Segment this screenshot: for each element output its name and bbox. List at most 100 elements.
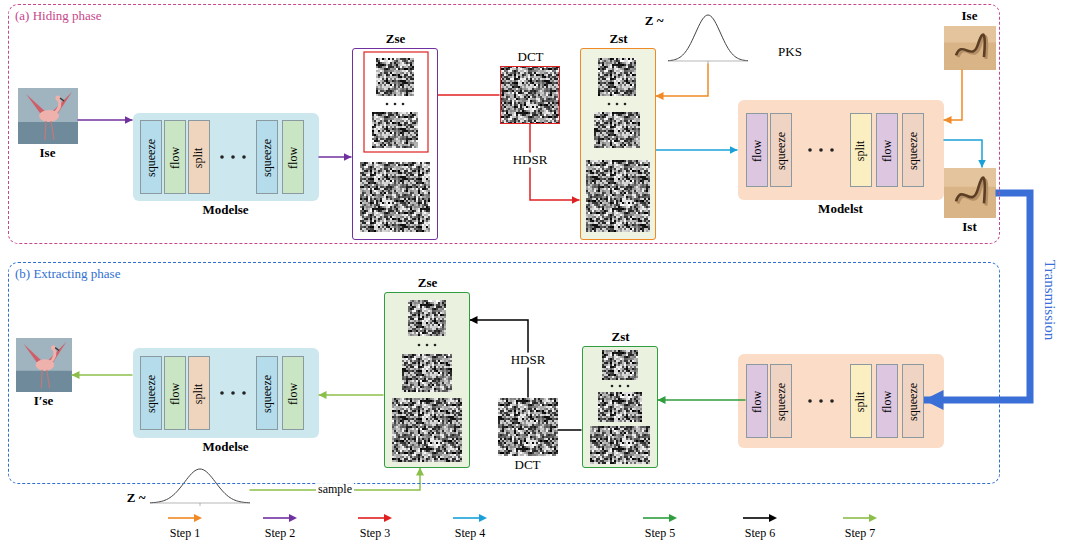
block-label: flow <box>169 382 183 404</box>
flamingo-neck <box>54 99 60 114</box>
ellipsis-dot <box>819 148 823 152</box>
layer-block: flow <box>282 356 304 430</box>
legend-text: Step 3 <box>360 527 390 541</box>
layer-block: squeeze <box>902 113 924 187</box>
legend-text: Step 5 <box>645 527 675 541</box>
ellipsis-dot <box>231 155 235 159</box>
swatch-head <box>194 514 202 522</box>
layer-block: split <box>850 113 872 187</box>
block-label: flow <box>287 382 301 404</box>
legend-text: Step 6 <box>745 527 775 541</box>
phase-title: (b) Extracting phase <box>15 267 120 282</box>
layer-block: squeeze <box>140 356 162 430</box>
ellipsis-dot <box>394 103 397 106</box>
photo-sand <box>944 168 996 218</box>
connector <box>944 140 983 168</box>
model-background <box>738 100 944 200</box>
flamingo-neck <box>50 349 55 363</box>
edge-label: HDSR <box>509 353 548 368</box>
block-label: flow <box>751 139 765 161</box>
connector <box>944 70 963 121</box>
legend-swatch <box>357 512 393 524</box>
noise-image <box>376 58 414 96</box>
latent-box: Zse <box>384 292 470 468</box>
swatch-line <box>453 517 480 519</box>
model-box: Modelsesqueezeflowsplitsqueezeflow <box>133 348 319 438</box>
node-label: Ist <box>962 220 976 235</box>
flamingo-head <box>55 95 60 100</box>
phase-panel: (b) Extracting phaseI′seModelse squeeze fl… <box>8 262 1000 484</box>
edge-label: sample <box>316 483 354 497</box>
sand-picture <box>944 168 996 218</box>
image-node: Ist <box>944 168 996 218</box>
model-box: Modelstflowsqueezesplitflowsqueeze <box>738 100 944 200</box>
block-label: split <box>855 140 869 161</box>
annotation-label: PKS <box>776 45 804 60</box>
photo-water <box>18 122 78 144</box>
legend-swatch <box>262 512 298 524</box>
swatch-head <box>669 514 677 522</box>
swatch-line <box>743 517 770 519</box>
block-label: split <box>193 383 207 404</box>
block-label: squeeze <box>145 375 159 413</box>
connector <box>558 429 582 431</box>
photo-sand <box>944 26 996 70</box>
gaussian-prior: Z ~ <box>150 466 250 506</box>
layer-block: squeeze <box>902 364 924 438</box>
layer-block: flow <box>164 120 186 194</box>
noise-image <box>360 162 430 232</box>
gaussian-curve <box>668 15 748 61</box>
layer-block: flow <box>746 364 768 438</box>
legend-text: Step 4 <box>455 527 485 541</box>
noise-image <box>402 354 452 392</box>
ellipsis-dot <box>611 385 614 388</box>
noise-image <box>590 426 650 464</box>
flamingo-leg <box>41 370 49 388</box>
edge-label: HDSR <box>511 153 550 168</box>
block-label: squeeze <box>907 383 921 421</box>
layer-block: flow <box>876 364 898 438</box>
photo-sky <box>18 88 78 144</box>
node-label: Modelse <box>202 440 248 455</box>
connector <box>319 394 384 396</box>
ellipsis-dot <box>434 344 437 347</box>
node-label: Ise <box>40 146 56 161</box>
legend-swatch <box>452 512 488 524</box>
model-background <box>133 113 319 201</box>
highlight-outline <box>364 52 428 152</box>
photo-sand-light <box>944 168 996 187</box>
image-node: I′se <box>16 338 72 392</box>
layer-block: flow <box>876 113 898 187</box>
block-label: flow <box>881 139 895 161</box>
block-label: squeeze <box>775 132 789 170</box>
legend-text: Step 7 <box>845 527 875 541</box>
phase-title: (a) Hiding phase <box>15 9 102 24</box>
swatch-line <box>168 517 195 519</box>
dct-map: DCT <box>498 398 558 456</box>
legend-text: Step 1 <box>170 527 200 541</box>
connector <box>658 399 746 401</box>
image-node: Ise <box>944 26 996 70</box>
noise-image <box>500 66 560 124</box>
dct-map: DCT <box>500 66 560 124</box>
sand-trace <box>956 178 985 204</box>
model-background <box>133 348 319 438</box>
swatch-line <box>263 517 290 519</box>
flamingo-beak <box>55 348 59 351</box>
latent-box: Zst <box>580 48 656 240</box>
latent-background <box>582 346 658 468</box>
noise-image <box>392 398 462 462</box>
ellipsis-dot <box>386 103 389 106</box>
node-label: DCT <box>515 458 541 473</box>
node-label: Zse <box>386 32 406 47</box>
ellipsis-dot <box>830 148 834 152</box>
edge-label: Transmission <box>1040 258 1057 342</box>
flamingo-beak <box>60 98 64 101</box>
noise-image <box>586 160 650 232</box>
block-label: flow <box>287 146 301 168</box>
model-box: Modelsesqueezeflowsplitsqueezeflow <box>133 113 319 201</box>
flamingo-leg <box>45 121 54 140</box>
gaussian-tick <box>200 503 201 506</box>
ellipsis-dot <box>608 103 611 106</box>
gaussian-prior: Z ~ <box>668 12 748 64</box>
